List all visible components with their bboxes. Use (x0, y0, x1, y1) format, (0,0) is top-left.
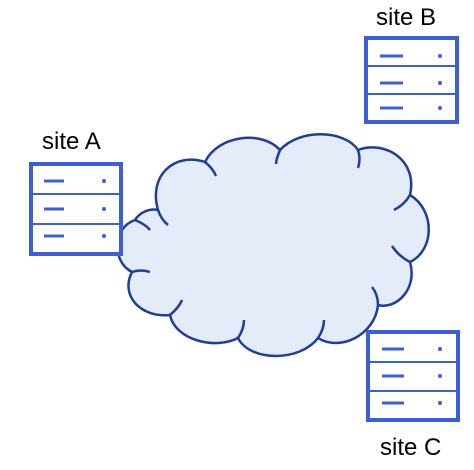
server-led (438, 374, 442, 378)
cloud-bump (169, 299, 184, 316)
server-led (102, 207, 106, 211)
server-led (438, 81, 442, 85)
server-led (438, 106, 442, 110)
site-b-label: site B (376, 4, 437, 31)
server-led (102, 234, 106, 238)
server-icon (366, 330, 460, 422)
site-c-label: site C (380, 434, 442, 461)
server-led (102, 179, 106, 183)
cloud-bump (371, 286, 380, 306)
cloud-bump (204, 161, 218, 177)
network-cloud (116, 133, 430, 358)
server-led (438, 401, 442, 405)
cloud-bump (274, 149, 282, 165)
server-led (438, 347, 442, 351)
cloud-bump (236, 319, 246, 339)
cloud-bump (156, 209, 169, 226)
server-led (438, 54, 442, 58)
cloud-icon (116, 133, 430, 358)
cloud-bump (131, 269, 151, 274)
cloud-bump (316, 319, 326, 339)
cloud-bump (390, 245, 411, 264)
site-a-label: site A (42, 128, 101, 155)
cloud-bump (134, 218, 151, 231)
server-frame (364, 36, 459, 124)
cloud-bump (393, 194, 412, 212)
server-frame (366, 330, 460, 422)
server-icon (364, 36, 459, 124)
cloud-bump (356, 149, 361, 169)
server-icon (29, 162, 123, 256)
